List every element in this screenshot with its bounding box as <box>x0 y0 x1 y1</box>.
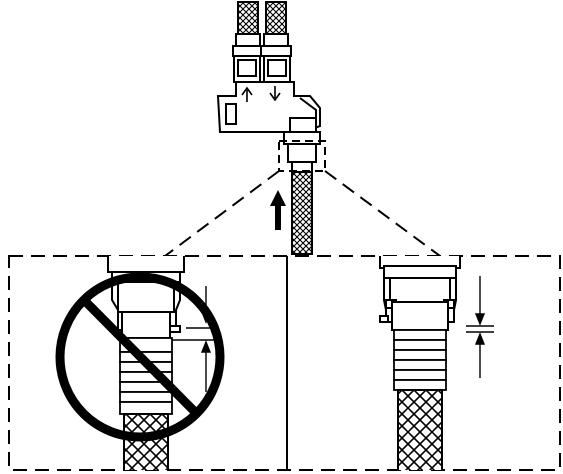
no-symbol-icon <box>55 272 225 442</box>
projection-lines <box>164 170 441 257</box>
valve-assembly <box>216 1 321 255</box>
gap-dimension-left <box>172 286 214 392</box>
supply-hose-right <box>260 1 292 57</box>
push-direction-arrow-icon <box>270 190 286 230</box>
braided-hose <box>397 389 443 470</box>
detail-marker <box>278 140 326 172</box>
supply-hose-left <box>232 1 264 57</box>
flow-in-arrow-icon <box>241 86 253 102</box>
braided-hose <box>123 413 169 470</box>
outlet-fitting <box>283 131 321 145</box>
valve-label-slot <box>225 103 237 125</box>
drain-hose <box>291 171 313 255</box>
flow-out-arrow-icon <box>269 86 281 102</box>
correct-installation <box>379 256 461 470</box>
hose-sleeve <box>393 329 447 391</box>
gap-dimension-right <box>466 276 494 378</box>
